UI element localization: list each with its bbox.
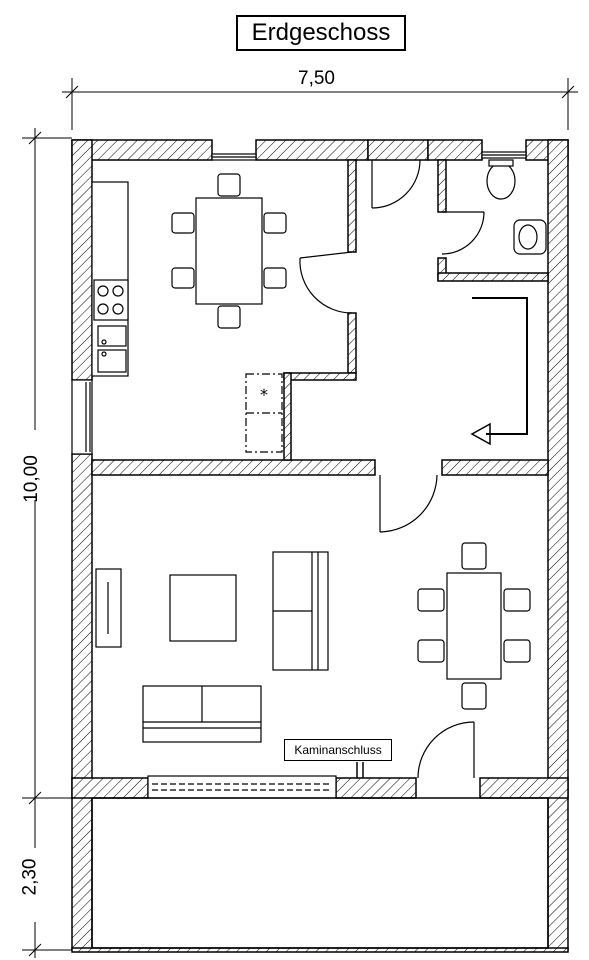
dining-table (417, 542, 531, 710)
doors (299, 159, 485, 779)
living-furniture (95, 551, 329, 743)
kitchen-counter (91, 181, 129, 377)
staircase (470, 297, 528, 446)
house-depth-dimension-label: 10,00 (20, 455, 42, 503)
svg-text:*: * (260, 385, 268, 404)
chimney-connection-label: Kaminanschluss (284, 739, 392, 761)
dimension-width (62, 78, 578, 130)
chimney-connection-marker (356, 762, 364, 778)
terrace (91, 797, 549, 949)
chimney (245, 373, 283, 453)
kitchen-table (171, 173, 287, 329)
terrace-depth-dimension-label: 2,30 (19, 858, 41, 896)
plan-title: Erdgeschoss (236, 15, 406, 51)
walls (71, 139, 569, 953)
dimension-depth (22, 128, 72, 958)
width-dimension-label: 7,50 (298, 68, 335, 89)
windows (71, 151, 527, 799)
bathroom-fixtures (486, 159, 547, 255)
